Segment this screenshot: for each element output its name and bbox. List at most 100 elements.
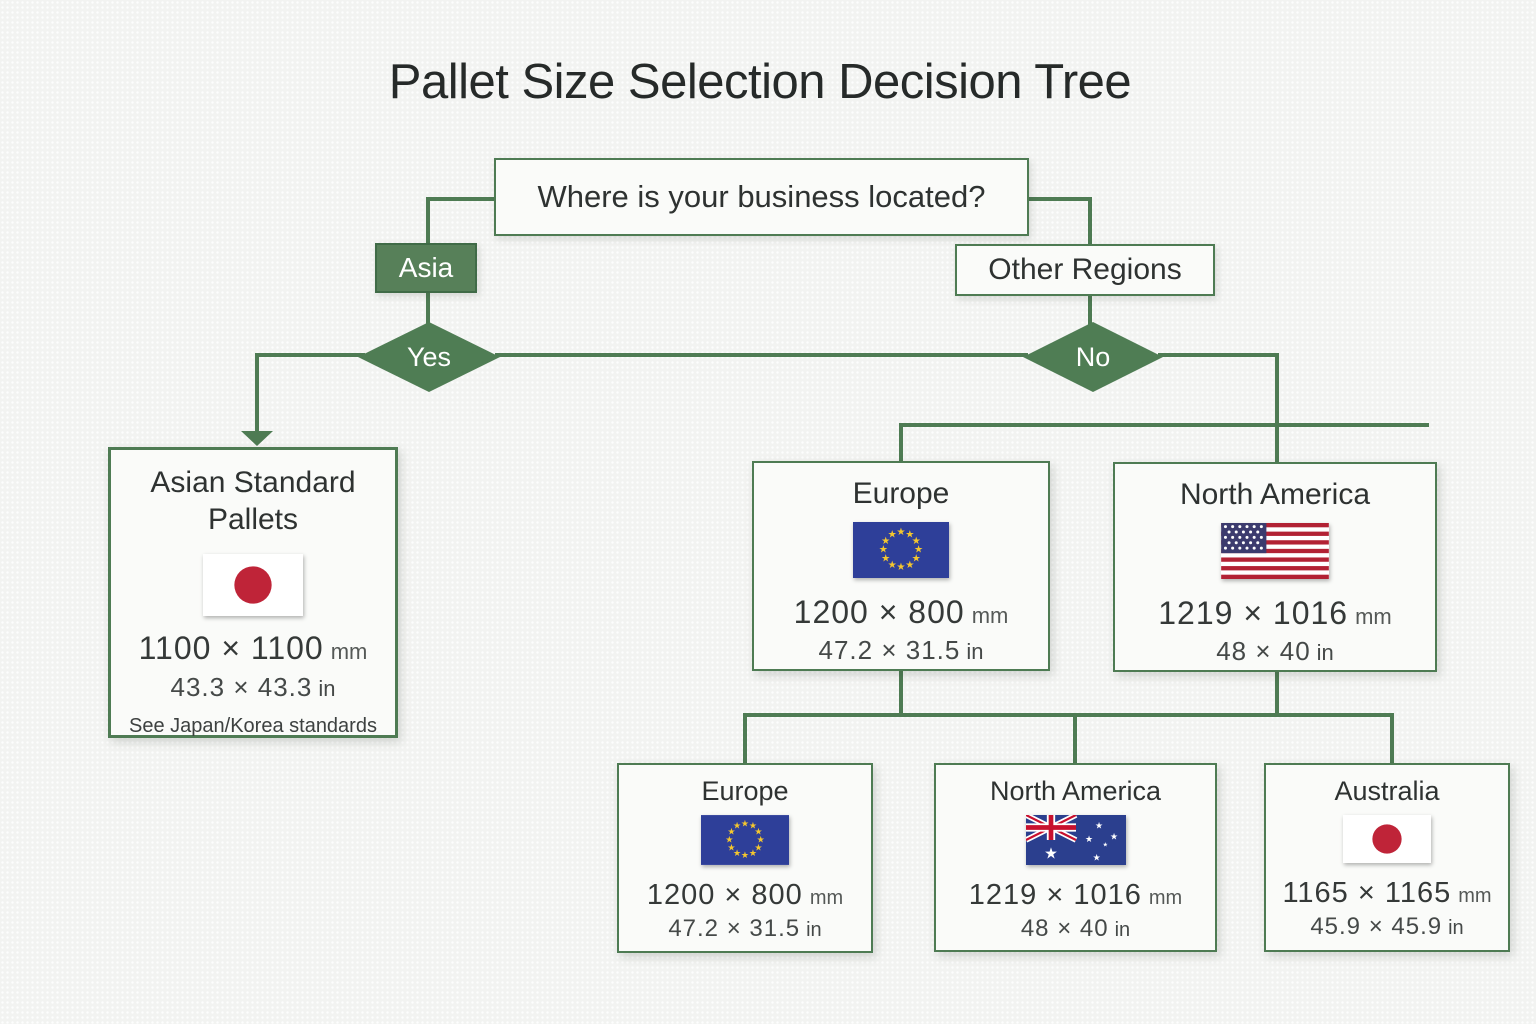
- connector-line: [1088, 197, 1092, 246]
- dim-in-unit: in: [806, 919, 822, 941]
- dim-in-value: 43.3 × 43.3: [170, 672, 313, 702]
- connector-line: [899, 670, 903, 717]
- dim-mm-unit: mm: [971, 603, 1009, 628]
- connector-line: [426, 197, 496, 201]
- svg-text:★: ★: [741, 820, 749, 830]
- svg-text:★: ★: [896, 526, 905, 538]
- svg-text:★: ★: [881, 535, 890, 547]
- branch-label-other-regions: Other Regions: [955, 244, 1215, 296]
- dimension-mm: 1219 × 1016 mm: [969, 879, 1182, 912]
- connector-line: [899, 423, 1429, 427]
- connector-line: [255, 353, 365, 357]
- branch-label-asia: Asia: [375, 243, 477, 293]
- svg-text:★: ★: [749, 849, 757, 859]
- svg-text:★: ★: [912, 552, 921, 564]
- card-title-line1: Asian Standard: [150, 466, 356, 499]
- svg-text:★: ★: [733, 849, 741, 859]
- svg-text:★: ★: [905, 528, 914, 540]
- dim-mm-value: 1219 × 1016: [968, 879, 1142, 911]
- north-america-top-card: North America: [1113, 462, 1437, 672]
- connector-line: [426, 197, 430, 245]
- north-america-bottom-card: North America ★ ★ ★ ★ ★ ★: [934, 763, 1217, 952]
- yes-diamond: Yes: [358, 322, 500, 392]
- dim-mm-value: 1100 × 1100: [138, 630, 324, 666]
- root-question-box: Where is your business located?: [494, 158, 1029, 236]
- card-title: Europe: [701, 776, 789, 806]
- svg-text:★: ★: [727, 827, 735, 837]
- dim-in-unit: in: [1114, 919, 1131, 941]
- svg-text:★: ★: [1102, 842, 1107, 849]
- connector-line: [1088, 294, 1092, 325]
- connector-line: [255, 353, 259, 433]
- card-title-line2: Pallets: [207, 503, 299, 536]
- dim-in-value: 48 × 40: [1020, 915, 1109, 942]
- dim-mm-unit: mm: [330, 639, 368, 664]
- svg-text:★: ★: [1084, 835, 1092, 845]
- no-diamond: No: [1023, 322, 1163, 392]
- svg-text:★: ★: [905, 559, 914, 571]
- dim-mm-unit: mm: [809, 887, 844, 909]
- connector-line: [426, 291, 430, 325]
- dim-in-value: 47.2 × 31.5: [818, 635, 961, 665]
- dimension-mm: 1200 × 800 mm: [647, 879, 843, 912]
- svg-text:★: ★: [725, 835, 733, 845]
- dimension-mm: 1165 × 1165 mm: [1282, 877, 1491, 910]
- eu-flag-icon: ★★ ★★ ★★ ★★ ★★ ★★: [701, 815, 789, 865]
- svg-text:★: ★: [1044, 845, 1058, 863]
- svg-text:★: ★: [888, 559, 897, 571]
- dim-in-unit: in: [318, 676, 336, 701]
- connector-line: [1275, 670, 1279, 717]
- svg-text:★: ★: [914, 544, 923, 556]
- card-title: North America: [989, 776, 1162, 806]
- usa-flag-icon: [1221, 523, 1329, 579]
- europe-bottom-card: Europe ★★ ★★ ★★ ★★ ★★ ★★ 1200 × 800 mm 47…: [617, 763, 873, 953]
- svg-text:★: ★: [912, 535, 921, 547]
- dim-in-unit: in: [1448, 917, 1464, 939]
- dim-mm-unit: mm: [1458, 885, 1492, 907]
- connector-line: [899, 423, 903, 463]
- svg-text:★: ★: [1109, 833, 1117, 843]
- connector-line: [1275, 353, 1279, 463]
- standards-note: See Japan/Korea standards: [129, 715, 377, 737]
- yes-label-text: Yes: [406, 341, 452, 372]
- connector-line: [743, 713, 747, 765]
- asia-label-text: Asia: [398, 252, 454, 283]
- dim-in-value: 45.9 × 45.9: [1310, 913, 1443, 940]
- card-title: North America: [1179, 478, 1371, 511]
- svg-text:★: ★: [888, 528, 897, 540]
- svg-text:★: ★: [881, 552, 890, 564]
- dim-in-value: 48 × 40: [1216, 636, 1311, 666]
- dim-mm-unit: mm: [1355, 604, 1392, 629]
- australia-flag-icon: ★ ★ ★ ★ ★ ★: [1025, 815, 1126, 865]
- dim-mm-unit: mm: [1148, 887, 1183, 909]
- connector-line: [1073, 713, 1077, 765]
- dim-mm-value: 1200 × 800: [646, 879, 803, 911]
- dim-mm-value: 1200 × 800: [793, 594, 965, 630]
- svg-text:★: ★: [757, 835, 765, 845]
- other-regions-label-text: Other Regions: [988, 253, 1182, 286]
- dim-in-unit: in: [966, 639, 984, 664]
- svg-text:★: ★: [727, 843, 735, 853]
- svg-text:★: ★: [1094, 822, 1102, 832]
- connector-line: [1027, 197, 1091, 201]
- root-question-text: Where is your business located?: [537, 179, 986, 214]
- eu-flag-icon: ★★ ★★ ★★ ★★ ★★ ★★: [853, 522, 949, 578]
- dim-mm-value: 1165 × 1165: [1282, 877, 1452, 909]
- dim-in-value: 47.2 × 31.5: [668, 915, 801, 942]
- dim-mm-value: 1219 × 1016: [1158, 595, 1349, 631]
- card-title: Australia: [1334, 776, 1440, 806]
- japan-flag-icon: [203, 554, 303, 616]
- card-title: Europe: [852, 477, 950, 510]
